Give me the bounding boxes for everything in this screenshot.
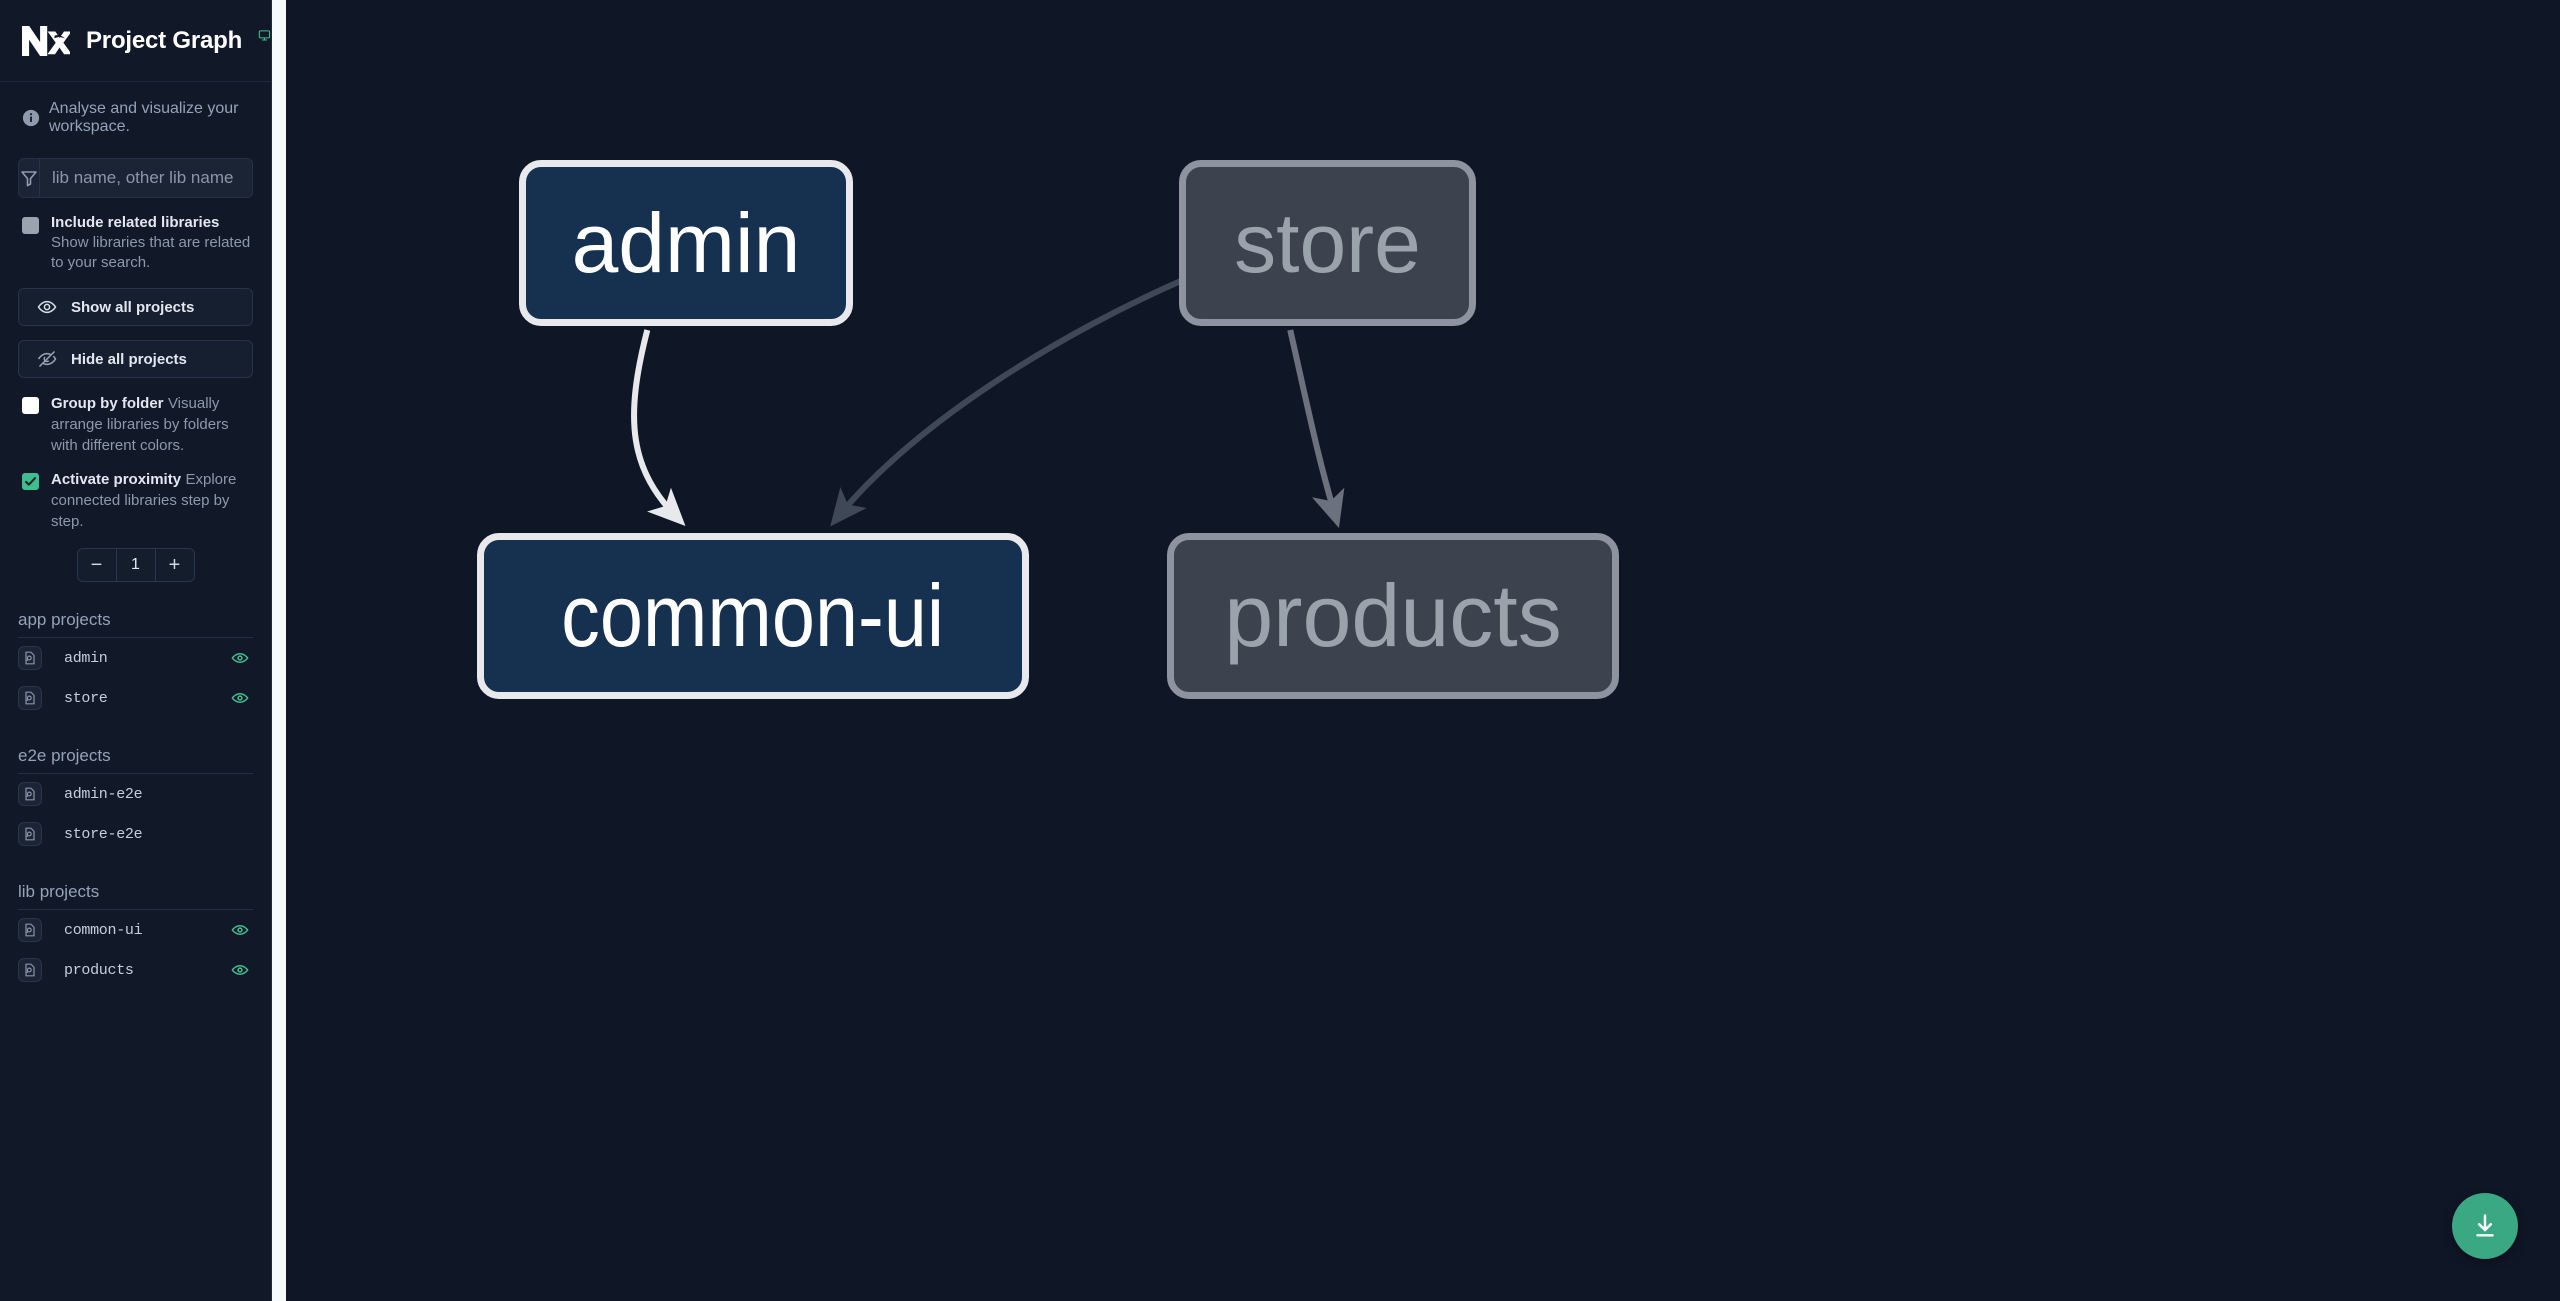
proximity-stepper[interactable]: − 1 + [76, 548, 195, 583]
project-name: store-e2e [64, 825, 143, 843]
project-list-item-store-e2e[interactable]: store-e2e [18, 814, 253, 854]
page-title: Project Graph [86, 26, 243, 54]
option-description: Show libraries that are related to your … [51, 233, 251, 272]
graph-canvas[interactable]: admin store common-ui products [272, 0, 2560, 1301]
download-graph-button[interactable] [2452, 1193, 2518, 1259]
graph-node-common-ui[interactable]: common-ui [477, 533, 1029, 699]
filter-funnel-icon [19, 159, 40, 197]
graph-node-label: common-ui [561, 566, 945, 665]
project-name: admin-e2e [64, 785, 143, 803]
project-list-item-admin[interactable]: admin [18, 638, 253, 678]
sidebar-subtitle: Analyse and visualize your workspace. [49, 100, 239, 135]
project-name: products [64, 961, 134, 979]
project-list-item-common-ui[interactable]: common-ui [18, 910, 253, 950]
edge-store-to-products [1287, 329, 1345, 529]
project-file-icon [18, 958, 42, 983]
project-name: admin [64, 649, 108, 667]
graph-node-store[interactable]: store [1179, 160, 1476, 326]
checkbox-include-related-libraries[interactable] [22, 217, 39, 234]
checkbox-activate-proximity[interactable] [22, 473, 39, 491]
option-activate-proximity[interactable]: Activate proximity Explore connected lib… [0, 456, 271, 532]
sidebar-subtitle-row: Analyse and visualize your workspace. [0, 82, 271, 146]
hide-all-projects-label: Hide all projects [71, 350, 187, 368]
graph-node-label: admin [571, 196, 801, 290]
project-list-item-store[interactable]: store [18, 678, 253, 718]
project-list-item-admin-e2e[interactable]: admin-e2e [18, 774, 253, 814]
eye-off-icon [37, 349, 57, 369]
graph-node-admin[interactable]: admin [519, 160, 853, 326]
option-title: Include related libraries [51, 214, 220, 231]
proximity-decrement-button[interactable]: − [90, 553, 103, 576]
edge-admin-to-common-ui [631, 329, 686, 526]
section-heading: lib projects [18, 882, 253, 911]
option-group-by-folder[interactable]: Group by folder Visually arrange librari… [0, 378, 271, 456]
eye-icon[interactable] [231, 921, 249, 939]
search-input[interactable] [40, 159, 252, 197]
section-app-projects: app projects admin [0, 610, 271, 718]
project-file-icon [18, 686, 42, 711]
eye-icon[interactable] [231, 689, 249, 707]
sidebar-scrollbar[interactable] [272, 0, 286, 1301]
sidebar-header: Project Graph [0, 0, 271, 82]
graph-node-label: store [1234, 196, 1421, 290]
eye-icon [37, 297, 57, 317]
edge-store-to-common-ui [830, 275, 1189, 527]
project-list-item-products[interactable]: products [18, 950, 253, 990]
project-file-icon [18, 918, 42, 943]
graph-node-label: products [1224, 566, 1562, 665]
graph-node-products[interactable]: products [1167, 533, 1619, 699]
info-icon [22, 109, 40, 127]
option-title: Activate proximity [51, 471, 182, 489]
eye-icon[interactable] [231, 649, 249, 667]
project-file-icon [18, 822, 42, 847]
option-description: Visually arrange libraries by folders wi… [51, 395, 229, 454]
show-all-projects-button[interactable]: Show all projects [18, 288, 253, 327]
download-icon [2471, 1212, 2499, 1240]
option-include-related-libraries[interactable]: Include related libraries Show libraries… [0, 198, 271, 274]
project-name: store [64, 689, 108, 707]
graph-edges [631, 275, 1345, 529]
option-description: Explore connected libraries step by step… [51, 471, 237, 530]
section-heading: app projects [18, 610, 253, 639]
section-lib-projects: lib projects common-ui [0, 882, 271, 990]
project-file-icon [18, 646, 42, 671]
proximity-value: 1 [115, 549, 156, 582]
proximity-increment-button[interactable]: + [168, 553, 181, 576]
hide-all-projects-button[interactable]: Hide all projects [18, 340, 253, 379]
monitor-icon[interactable] [258, 29, 271, 53]
nx-logo [18, 18, 72, 64]
checkbox-group-by-folder[interactable] [22, 397, 39, 415]
section-e2e-projects: e2e projects admin-e2e store-e2e [0, 746, 271, 854]
show-all-projects-label: Show all projects [71, 298, 195, 316]
section-heading: e2e projects [18, 746, 253, 775]
project-file-icon [18, 782, 42, 807]
search-box[interactable] [18, 158, 253, 198]
sidebar: Project Graph Analyse and visualize your… [0, 0, 272, 1301]
eye-icon[interactable] [231, 961, 249, 979]
option-title: Group by folder [51, 395, 164, 413]
project-name: common-ui [64, 921, 143, 939]
